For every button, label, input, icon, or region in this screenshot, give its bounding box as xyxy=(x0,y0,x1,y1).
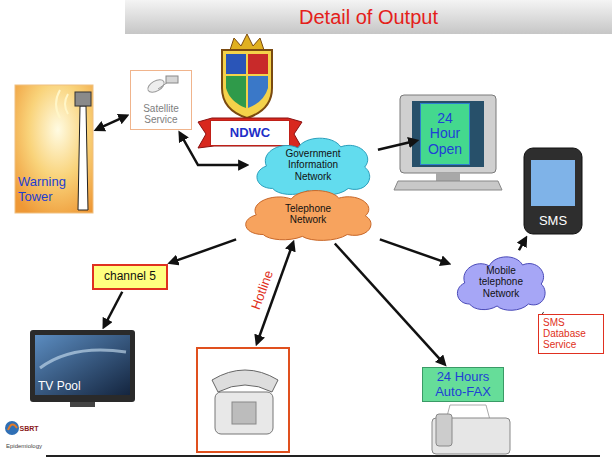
cloud-shape xyxy=(457,257,545,310)
tv-stand xyxy=(70,402,95,407)
keyboard xyxy=(394,181,502,190)
logo-quarter xyxy=(248,54,268,74)
desk-phone-keypad xyxy=(232,402,256,424)
tv-label: TV Pool xyxy=(30,330,135,405)
tower-panel: Warning Tower xyxy=(15,85,93,213)
phone-label: SMS xyxy=(515,145,591,235)
connector-arrow xyxy=(171,239,237,262)
connector-arrow xyxy=(97,116,127,130)
logo-ribbon xyxy=(198,118,302,148)
satellite-body xyxy=(166,76,178,83)
connector-arrow xyxy=(104,292,122,327)
node-text: Telephone Network xyxy=(270,203,346,225)
node-text: TV Pool xyxy=(38,380,81,393)
screen-box: 24 Hour Open xyxy=(420,103,470,165)
desk-phone-handset xyxy=(212,370,278,392)
node-text: 24 Hour Open xyxy=(423,111,467,157)
footer-rule xyxy=(46,455,600,457)
node-text: NDWC xyxy=(230,126,270,141)
logo-text: SBRT xyxy=(19,425,38,432)
channel-box: channel 5 xyxy=(92,264,168,290)
service-box: Satellite Service xyxy=(130,70,192,130)
network-cloud: Telephone Network xyxy=(238,186,378,242)
node-text: Satellite Service xyxy=(133,103,189,125)
siren-horn xyxy=(75,92,91,106)
logo-shield xyxy=(222,50,272,118)
fax-box: 24 Hours Auto-FAX xyxy=(422,367,504,402)
desk-phone-frame xyxy=(197,348,289,452)
cloud-shape xyxy=(246,191,371,241)
network-cloud: Government Information Network xyxy=(250,133,376,197)
logo-quarter xyxy=(248,76,268,108)
node-text: SMS Database Service xyxy=(543,317,599,351)
fax-handset xyxy=(436,414,452,446)
footer-logo xyxy=(5,421,19,435)
desk-phone-base xyxy=(215,392,273,434)
tv-wave xyxy=(40,350,126,368)
tv-set xyxy=(30,330,135,402)
node-text: SMS xyxy=(539,214,567,229)
network-cloud: Mobile telephone Network xyxy=(452,252,550,312)
tower-panel-ground xyxy=(15,85,93,213)
tv-screen xyxy=(35,335,130,395)
phone-screen xyxy=(531,160,575,206)
satellite-dish xyxy=(146,77,167,95)
connector-arrow xyxy=(335,243,445,364)
logo-text: Epidemiology xyxy=(6,443,42,449)
connector-arrow xyxy=(380,239,448,263)
cloud-shape xyxy=(257,138,370,195)
mobile-phone xyxy=(524,148,582,234)
logo-crown xyxy=(230,34,264,50)
logo-quarter xyxy=(226,76,246,108)
node-text: channel 5 xyxy=(104,270,156,283)
sound-wave xyxy=(56,90,60,118)
database-box: SMS Database Service xyxy=(538,314,604,354)
tower-pole xyxy=(78,106,88,210)
monitor-screen xyxy=(412,101,484,167)
title-band xyxy=(125,0,612,34)
monitor xyxy=(400,95,496,173)
node-text: Warning Tower xyxy=(18,175,73,205)
sound-wave xyxy=(65,94,68,114)
slide-title: Detail of Output xyxy=(125,0,612,34)
footer-logo xyxy=(8,424,17,430)
monitor-stand xyxy=(436,173,460,181)
node-text: 24 Hours Auto-FAX xyxy=(425,370,501,399)
connector-arrow xyxy=(378,141,416,150)
node-text: Government Information Network xyxy=(272,148,354,182)
ribbon-label: NDWC xyxy=(210,120,290,146)
node-text: Mobile telephone Network xyxy=(470,265,532,299)
connector-arrow xyxy=(519,238,526,250)
edge-label: Hotline xyxy=(248,268,276,311)
logo-quarter xyxy=(226,54,246,74)
